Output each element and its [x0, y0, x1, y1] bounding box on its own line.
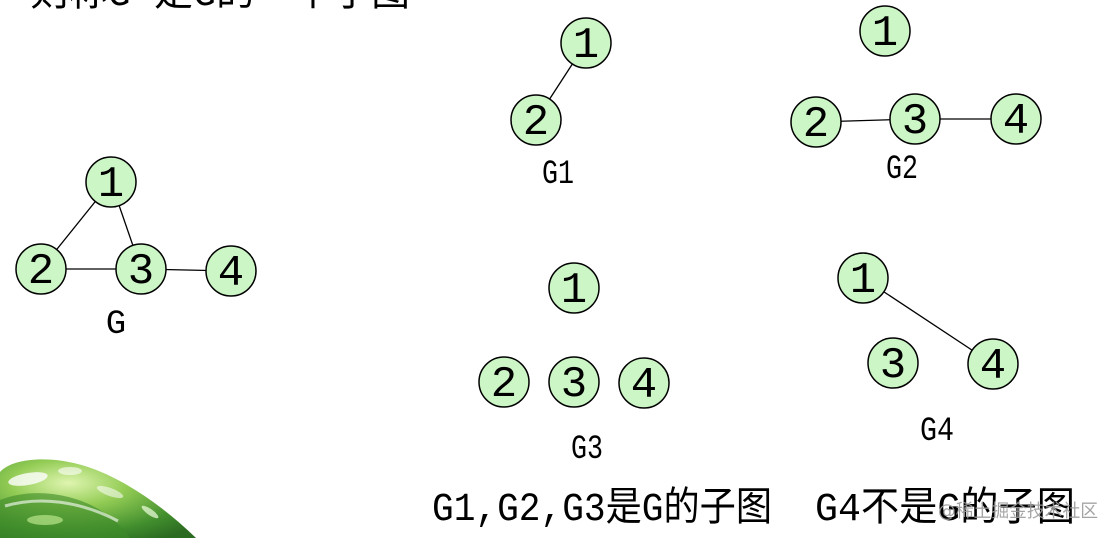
- node-circle: [548, 356, 600, 408]
- edge-1-4: [862, 277, 994, 365]
- graph-label-g: G: [106, 306, 126, 344]
- node-circle: [867, 337, 919, 389]
- leaf-highlight: [141, 505, 159, 519]
- node-label: 2: [803, 100, 829, 150]
- graph-g3: 1 2 3 4 G3: [478, 262, 670, 469]
- leaf-highlight: [8, 472, 48, 486]
- leaf-shadow: [0, 493, 130, 538]
- node-label: 2: [523, 98, 549, 148]
- node-circle: [859, 5, 911, 57]
- watermark-text: @稀土掘金技术社区: [938, 501, 1098, 522]
- node-circle: [837, 252, 889, 304]
- node-label: 1: [98, 160, 124, 210]
- node-circle: [990, 93, 1042, 145]
- node-circle: [967, 338, 1019, 390]
- node-circle: [478, 356, 530, 408]
- graph-g3-node-2: 2: [478, 356, 530, 410]
- graph-g3-node-1: 1: [548, 262, 600, 316]
- leaf-highlight: [58, 467, 82, 475]
- node-circle: [790, 96, 842, 148]
- node-circle: [510, 94, 562, 146]
- graph-g3-node-3: 3: [548, 356, 600, 410]
- graph-g2-node-2: 2: [790, 96, 842, 150]
- graph-label-g2: G2: [886, 151, 918, 189]
- node-label: 4: [218, 249, 244, 299]
- node-circle: [548, 262, 600, 314]
- graph-label-g1: G1: [542, 156, 574, 194]
- graph-g2-node-4: 4: [990, 93, 1042, 147]
- conclusion-subgraphs-text: G1,G2,G3是G的子图: [432, 486, 772, 533]
- node-circle: [15, 243, 67, 295]
- graph-g-node-4: 4: [205, 245, 257, 299]
- node-label: 1: [850, 256, 876, 306]
- node-circle: [85, 156, 137, 208]
- node-circle: [618, 357, 670, 409]
- node-label: 1: [872, 9, 898, 59]
- node-circle: [889, 93, 941, 145]
- node-label: 4: [1003, 97, 1029, 147]
- node-label: 2: [28, 247, 54, 297]
- graph-g4-node-3: 3: [867, 337, 919, 391]
- graph-g1-node-2: 2: [510, 94, 562, 148]
- graph-label-g4: G4: [920, 413, 954, 451]
- graph-g: 1 2 3 4 G: [15, 156, 257, 344]
- graph-g4-edges: [862, 277, 994, 365]
- node-label: 2: [491, 360, 517, 410]
- node-label: 3: [902, 97, 928, 147]
- node-circle: [560, 17, 612, 69]
- node-label: 3: [128, 247, 154, 297]
- node-label: 1: [561, 266, 587, 316]
- leaf-highlight: [27, 515, 63, 525]
- graph-g2-node-1: 1: [859, 5, 911, 59]
- node-label: 1: [573, 21, 599, 71]
- graph-g2: 1 2 3 4 G2: [790, 5, 1042, 189]
- leaf-decoration: [0, 459, 196, 538]
- node-label: 4: [631, 361, 657, 411]
- graph-label-g3: G3: [571, 431, 603, 469]
- graph-g1-node-1: 1: [560, 17, 612, 71]
- leaf-gloss: [4, 499, 119, 523]
- graph-g-node-3: 3: [115, 243, 167, 297]
- node-label: 3: [880, 341, 906, 391]
- graph-g-node-2: 2: [15, 243, 67, 297]
- node-circle: [115, 243, 167, 295]
- leaf-highlight: [96, 485, 124, 499]
- graph-g2-node-3: 3: [889, 93, 941, 147]
- definition-text: 则称G'是G的一个子图: [30, 0, 410, 18]
- graph-g4: 1 3 4 G4: [837, 252, 1019, 451]
- conclusion-not-subgraph-text: G4不是G的子图: [815, 486, 1075, 533]
- node-label: 3: [561, 360, 587, 410]
- graph-g-node-1: 1: [85, 156, 137, 210]
- graph-g4-node-1: 1: [837, 252, 889, 306]
- node-label: 4: [980, 342, 1006, 392]
- graph-g4-node-4: 4: [967, 338, 1019, 392]
- node-circle: [205, 245, 257, 297]
- graph-g1: 1 2 G1: [510, 17, 612, 194]
- graph-g3-node-4: 4: [618, 357, 670, 411]
